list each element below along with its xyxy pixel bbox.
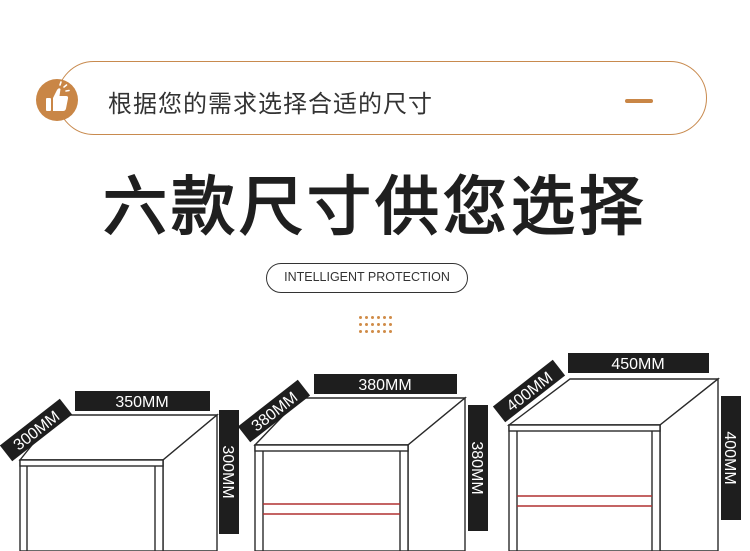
decorative-dot [389,316,392,319]
collapse-dash-icon[interactable] [625,99,653,103]
cabinet-2 [253,396,467,551]
decorative-dot [365,316,368,319]
decorative-dot [377,316,380,319]
banner-text: 根据您的需求选择合适的尺寸 [108,90,433,118]
cabinet-1-width-label: 350MM [115,394,168,411]
cabinet-2-width-label: 380MM [358,377,411,394]
decorative-dot [377,330,380,333]
thumbs-up-icon [36,79,78,121]
size-banner [57,61,707,135]
decorative-dot [365,330,368,333]
decorative-dot [359,316,362,319]
decorative-dot [371,316,374,319]
decorative-dot [365,323,368,326]
decorative-dot [377,323,380,326]
decorative-dot [383,323,386,326]
decorative-dot [389,323,392,326]
subtitle-pill: INTELLIGENT PROTECTION [266,263,468,293]
decorative-dot [389,330,392,333]
decorative-dots [359,316,395,336]
decorative-dot [359,323,362,326]
cabinet-3 [506,377,721,551]
cabinet-1 [18,413,219,551]
decorative-dot [383,316,386,319]
decorative-dot [383,330,386,333]
cabinet-1-height-label: 300MM [219,445,236,498]
decorative-dot [359,330,362,333]
decorative-dot [371,330,374,333]
decorative-dot [371,323,374,326]
page-headline: 六款尺寸供您选择 [103,171,647,245]
cabinet-3-width-label: 450MM [611,356,664,373]
cabinet-3-height-label: 400MM [721,431,738,484]
cabinet-2-height-label: 380MM [468,441,485,494]
cabinet-dimension-drawings: 350MM 300MM 300MM 380MM 380MM 380MM [0,353,741,551]
